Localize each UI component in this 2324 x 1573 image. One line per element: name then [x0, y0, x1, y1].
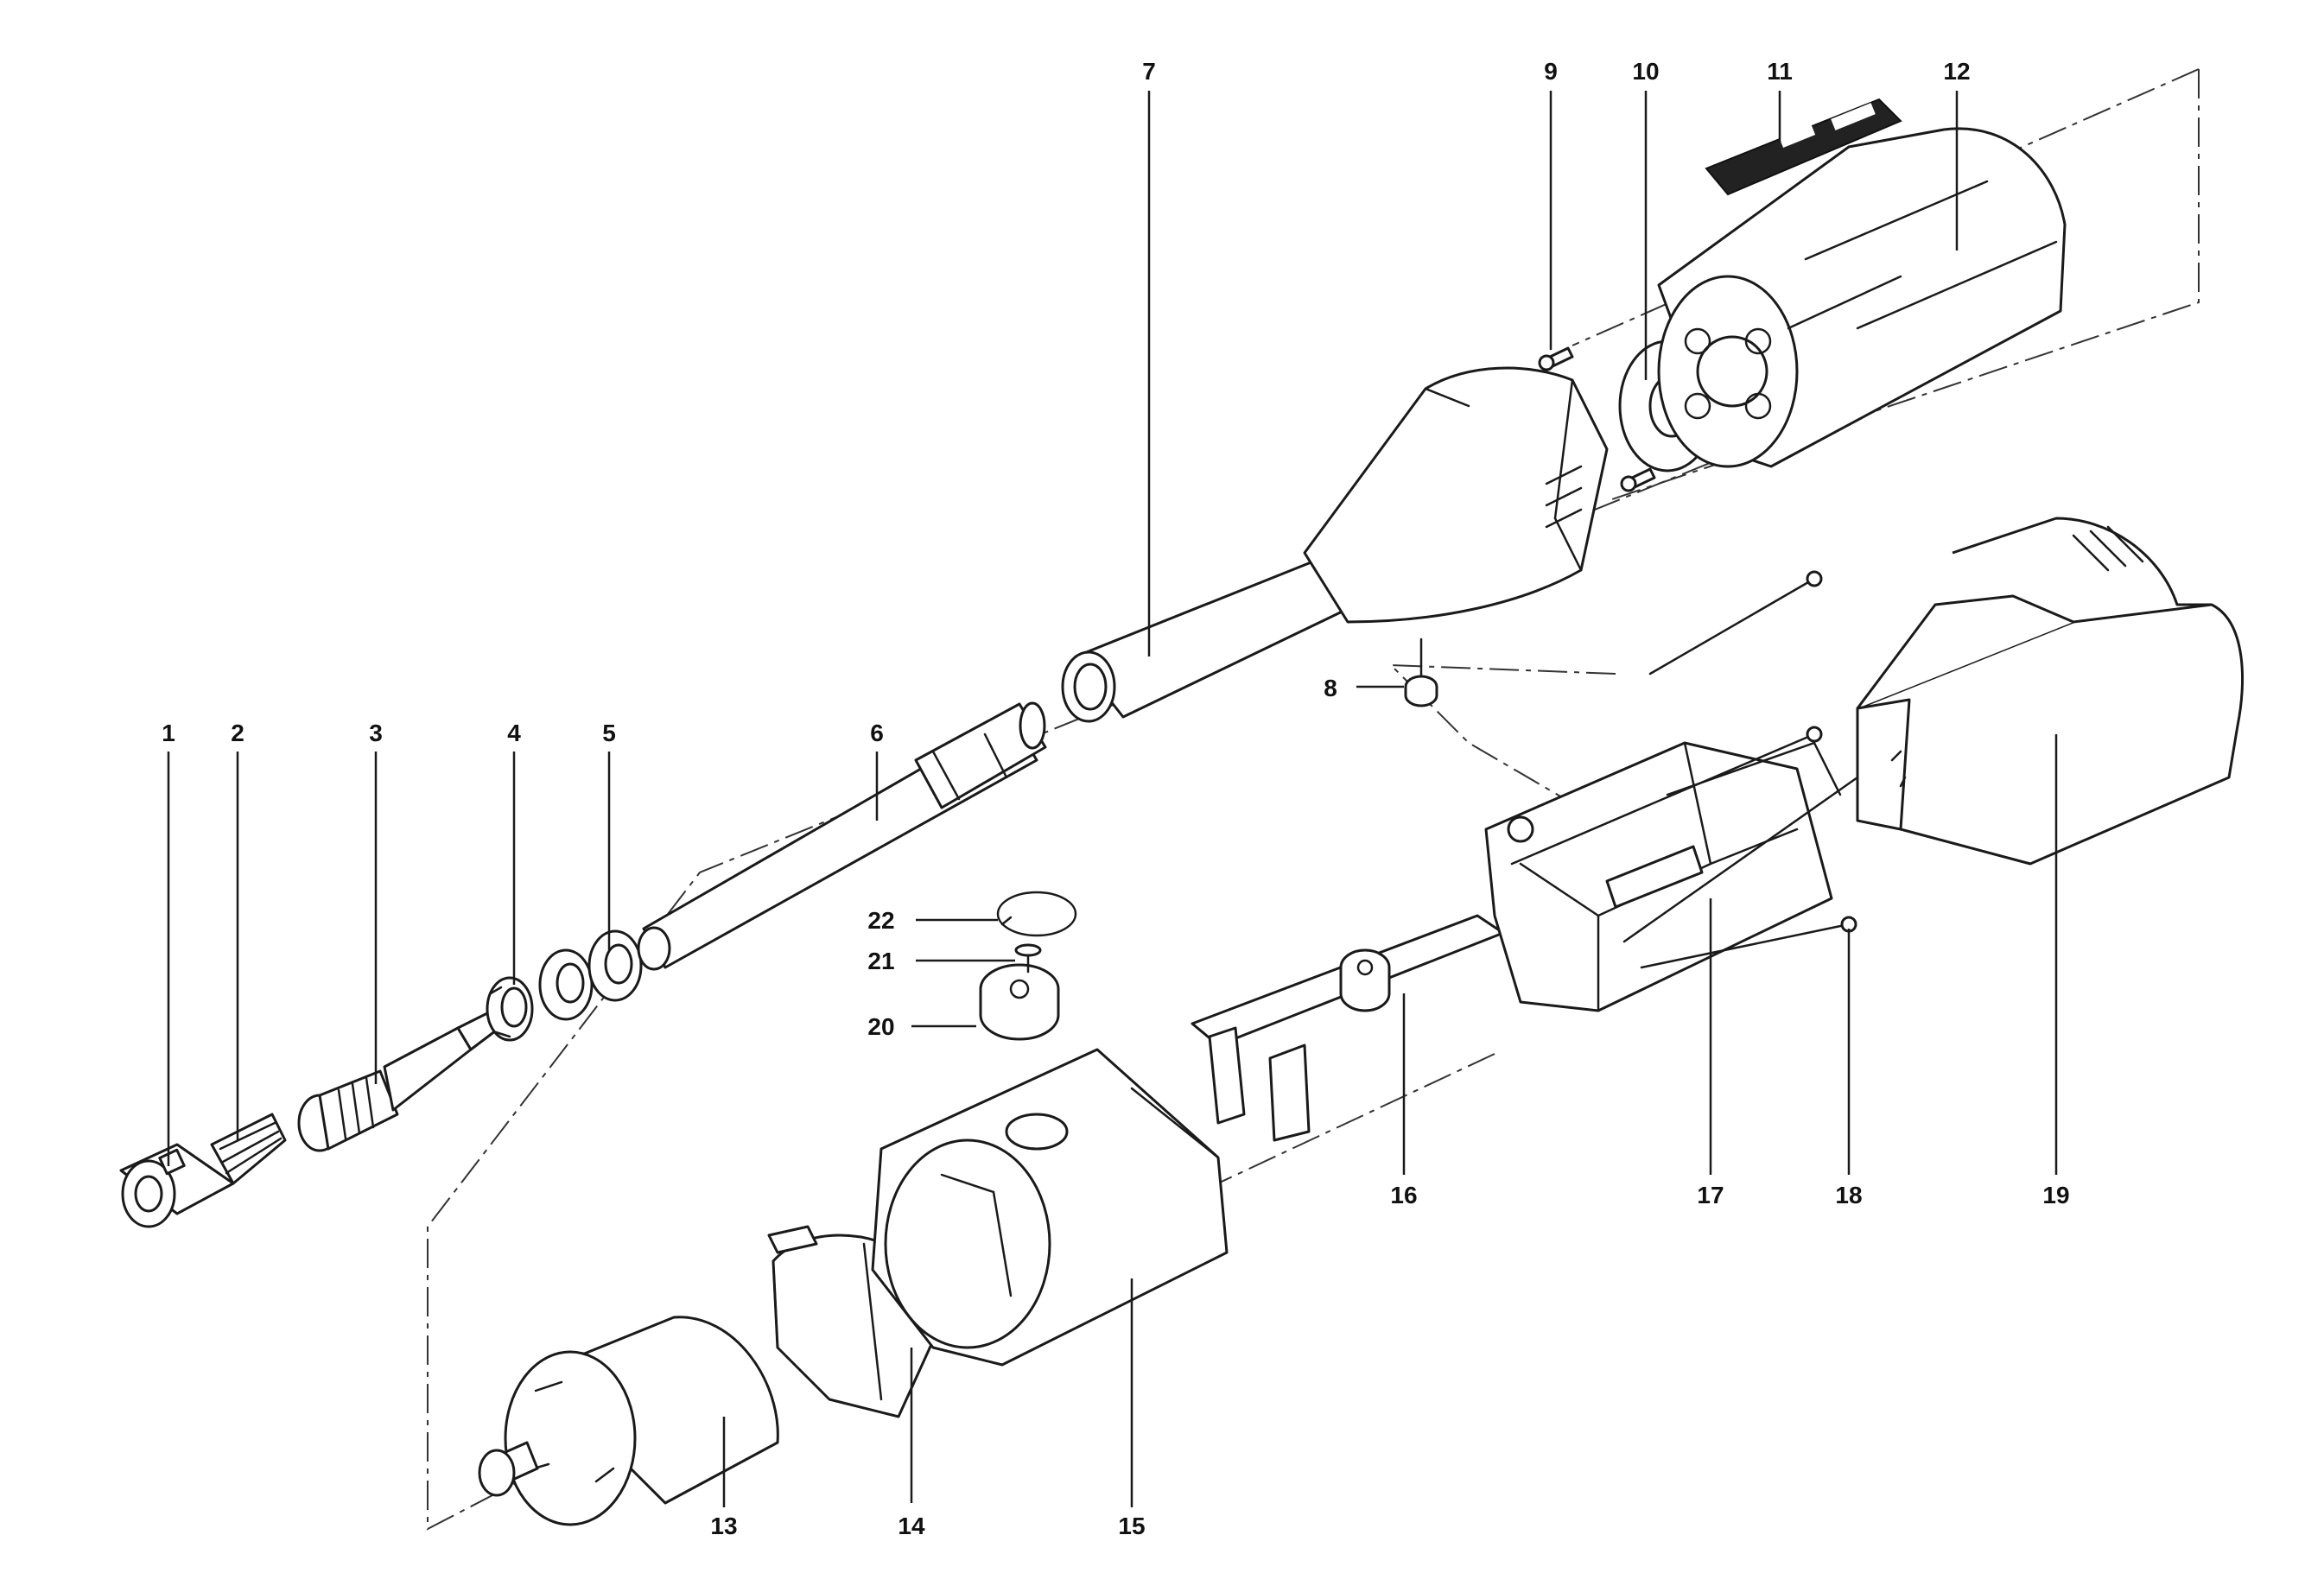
callout-17: 17	[1697, 1182, 1724, 1208]
part-22-retaining-ring	[996, 891, 1077, 937]
part-13-motor	[478, 1316, 779, 1526]
callout-13: 13	[710, 1513, 737, 1539]
callout-11: 11	[1767, 58, 1793, 85]
leader-lines	[167, 91, 2058, 1507]
part-11-rating-label	[1705, 98, 1902, 196]
part-15-gear-housing	[871, 1048, 1229, 1367]
part-5-bearings	[538, 929, 643, 1021]
part-4-ring	[486, 976, 534, 1042]
axis-line-bottom	[1088, 1053, 1495, 1245]
part-3-spindle	[297, 1009, 501, 1152]
callout-5: 5	[602, 720, 616, 746]
part-18-screws	[1510, 570, 1859, 969]
callout-8: 8	[1324, 675, 1337, 701]
callout-20: 20	[867, 1013, 894, 1040]
part-7-front-housing	[1061, 366, 1609, 723]
callout-9: 9	[1544, 58, 1558, 85]
part-9-screw	[1538, 346, 1656, 492]
part-19-rear-cap	[1856, 517, 2245, 866]
part-2-collet	[210, 1113, 287, 1185]
part-1-collet-nut	[119, 1143, 235, 1228]
callout-16: 16	[1390, 1182, 1417, 1208]
callout-labels: 1 2 3 4 5 6 7 8 9 10 11 12 13 14 15 16 1…	[162, 58, 2069, 1539]
callout-10: 10	[1632, 58, 1659, 85]
part-16-circuit-board	[1191, 914, 1505, 1142]
callout-21: 21	[867, 948, 894, 974]
callout-3: 3	[369, 720, 383, 746]
callout-14: 14	[898, 1513, 925, 1539]
callout-12: 12	[1943, 58, 1970, 85]
part-17-brush-frame	[1484, 741, 1833, 1012]
part-12-rear-housing	[1657, 127, 2067, 468]
callout-4: 4	[507, 720, 521, 746]
callout-1: 1	[162, 720, 175, 746]
callout-15: 15	[1118, 1513, 1145, 1539]
callout-6: 6	[870, 720, 884, 746]
callout-19: 19	[2042, 1182, 2069, 1208]
part-8-cap	[1404, 637, 1438, 707]
callout-18: 18	[1835, 1182, 1862, 1208]
part-21-screw	[1014, 943, 1042, 974]
part-20-knob	[979, 963, 1060, 1041]
callout-2: 2	[231, 720, 244, 746]
callout-7: 7	[1142, 58, 1156, 85]
part-6-shaft-tube	[637, 701, 1047, 971]
callout-22: 22	[867, 907, 894, 934]
